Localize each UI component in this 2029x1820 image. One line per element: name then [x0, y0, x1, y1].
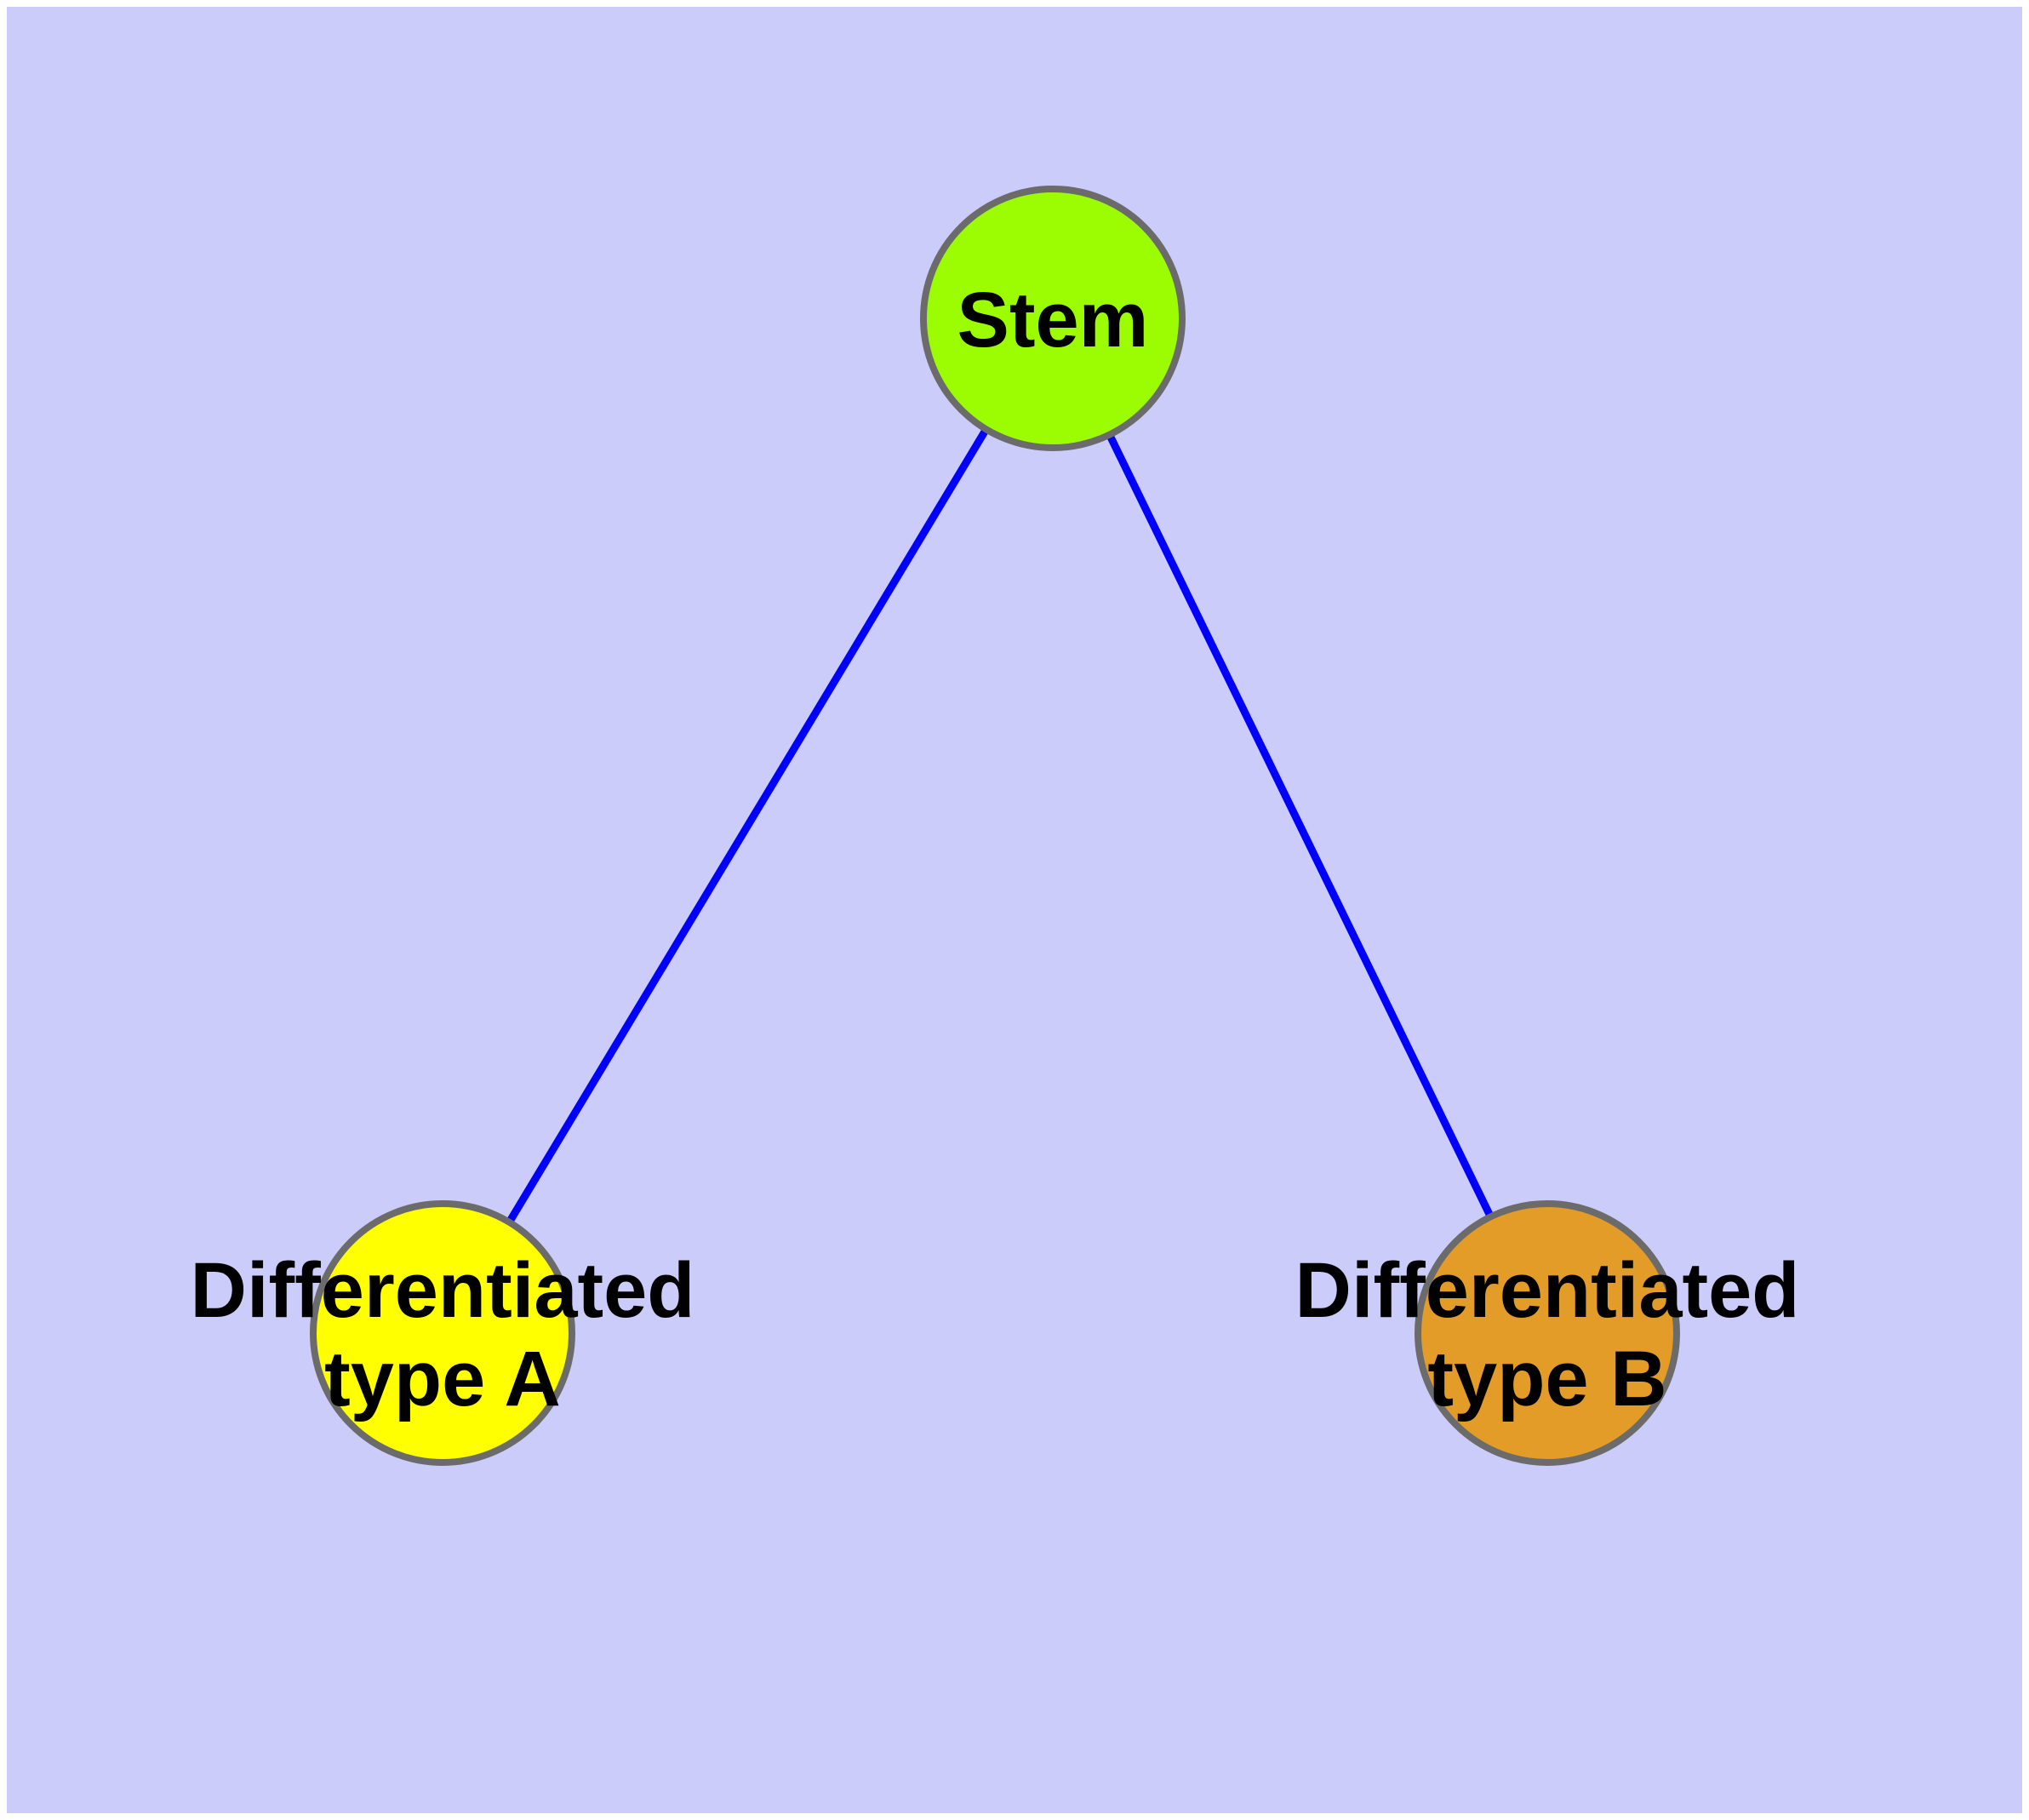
node-stem[interactable] [920, 186, 1186, 451]
nodes-group [310, 186, 1680, 1466]
node-differentiated-type-a-label-line1: Differentiated [191, 1247, 695, 1334]
node-differentiated-type-b-label-line1: Differentiated [1295, 1247, 1800, 1334]
node-differentiated-type-b-circle[interactable] [1415, 1200, 1680, 1466]
node-stem-circle[interactable] [920, 186, 1186, 451]
node-differentiated-type-a[interactable] [310, 1200, 575, 1466]
edges-group [439, 316, 1552, 1336]
node-differentiated-type-b[interactable] [1415, 1200, 1680, 1466]
node-differentiated-type-a-label-line2: type A [324, 1336, 561, 1422]
node-stem-label: Stem [957, 277, 1149, 363]
node-differentiated-type-a-circle[interactable] [310, 1200, 575, 1466]
node-differentiated-type-b-label-line2: type B [1427, 1336, 1666, 1422]
edge-stem-to-differentiated-type-b[interactable] [1049, 317, 1552, 1335]
edge-stem-to-differentiated-type-a[interactable] [439, 316, 1056, 1336]
node-labels-group: Stem Differentiated type A Differentiate… [191, 277, 1800, 1422]
